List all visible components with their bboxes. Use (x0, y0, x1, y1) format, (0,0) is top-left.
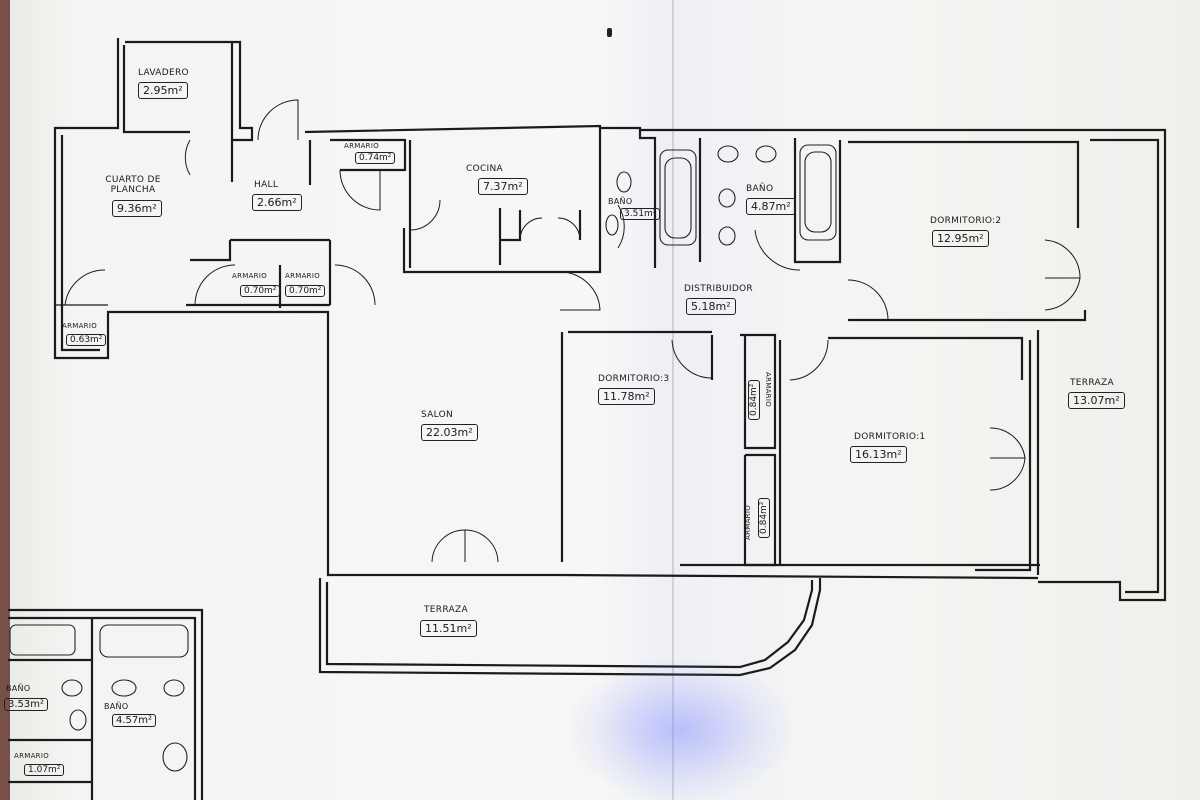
room-label-cocina: COCINA (466, 164, 503, 174)
area-armario-b: 0.70m² (285, 285, 326, 297)
room-label-cuarto-plancha: CUARTO DE PLANCHA (105, 175, 161, 195)
area-armario-e: 0.84m² (758, 497, 770, 538)
room-label-armario-hall: ARMARIO (344, 142, 380, 150)
room-label-armario-a: ARMARIO (232, 272, 268, 280)
area-armario-hall: 0.74m² (355, 152, 396, 164)
area-terraza-east: 13.07m² (1068, 392, 1125, 409)
walls-east (640, 128, 1167, 602)
room-label-lavadero: LAVADERO (138, 68, 189, 78)
area-terraza-south: 11.51m² (420, 620, 477, 637)
ink-mark (607, 28, 612, 37)
area-bano-1: 3.51m² (620, 208, 661, 220)
room-label-terraza-south: TERRAZA (424, 605, 468, 615)
area-dormitorio-2: 12.95m² (932, 230, 989, 247)
inset-area-bano-a: 3.53m² (4, 698, 49, 711)
room-label-armario-c: ARMARIO (62, 322, 98, 330)
door-swings (64, 99, 1081, 563)
walls-left-wing (53, 38, 560, 577)
area-distribuidor: 5.18m² (686, 298, 736, 315)
room-label-dormitorio-3: DORMITORIO:3 (598, 374, 670, 384)
walls-terrace-south (318, 573, 1039, 677)
room-label-bano-2: BAÑO (746, 184, 774, 194)
room-label-salon: SALON (421, 410, 454, 420)
inset-label-armario: ARMARIO (14, 752, 50, 760)
area-salon: 22.03m² (421, 424, 478, 441)
area-armario-c: 0.63m² (66, 334, 107, 346)
area-cuarto-plancha: 9.36m² (112, 200, 162, 217)
area-dormitorio-3: 11.78m² (598, 388, 655, 405)
area-armario-a: 0.70m² (240, 285, 281, 297)
inset-area-armario: 1.07m² (24, 764, 65, 776)
room-label-armario-e: ARMARIO (744, 504, 752, 540)
room-label-distribuidor: DISTRIBUIDOR (684, 284, 753, 294)
room-label-bano-1: BAÑO (608, 197, 633, 206)
bathroom-fixtures (605, 144, 837, 246)
inset-area-bano-b: 4.57m² (112, 714, 157, 727)
paper-fold-line (672, 0, 674, 800)
area-lavadero: 2.95m² (138, 82, 188, 99)
inset-label-bano-a: BAÑO (6, 684, 31, 693)
area-bano-2: 4.87m² (746, 198, 796, 215)
light-glare (570, 660, 790, 800)
inset-plan-walls (8, 608, 204, 800)
room-label-terraza-east: TERRAZA (1070, 378, 1114, 388)
room-label-armario-d: ARMARIO (764, 372, 772, 408)
area-cocina: 7.37m² (478, 178, 528, 195)
room-label-armario-b: ARMARIO (285, 272, 321, 280)
area-armario-d: 0.84m² (748, 379, 760, 420)
room-label-dormitorio-1: DORMITORIO:1 (854, 432, 926, 442)
room-label-dormitorio-2: DORMITORIO:2 (930, 216, 1002, 226)
area-dormitorio-1: 16.13m² (850, 446, 907, 463)
walls-center (304, 124, 714, 562)
inset-label-bano-b: BAÑO (104, 702, 129, 711)
area-hall: 2.66m² (252, 194, 302, 211)
room-label-hall: HALL (254, 180, 279, 190)
paper-edge-shadow (0, 0, 10, 800)
